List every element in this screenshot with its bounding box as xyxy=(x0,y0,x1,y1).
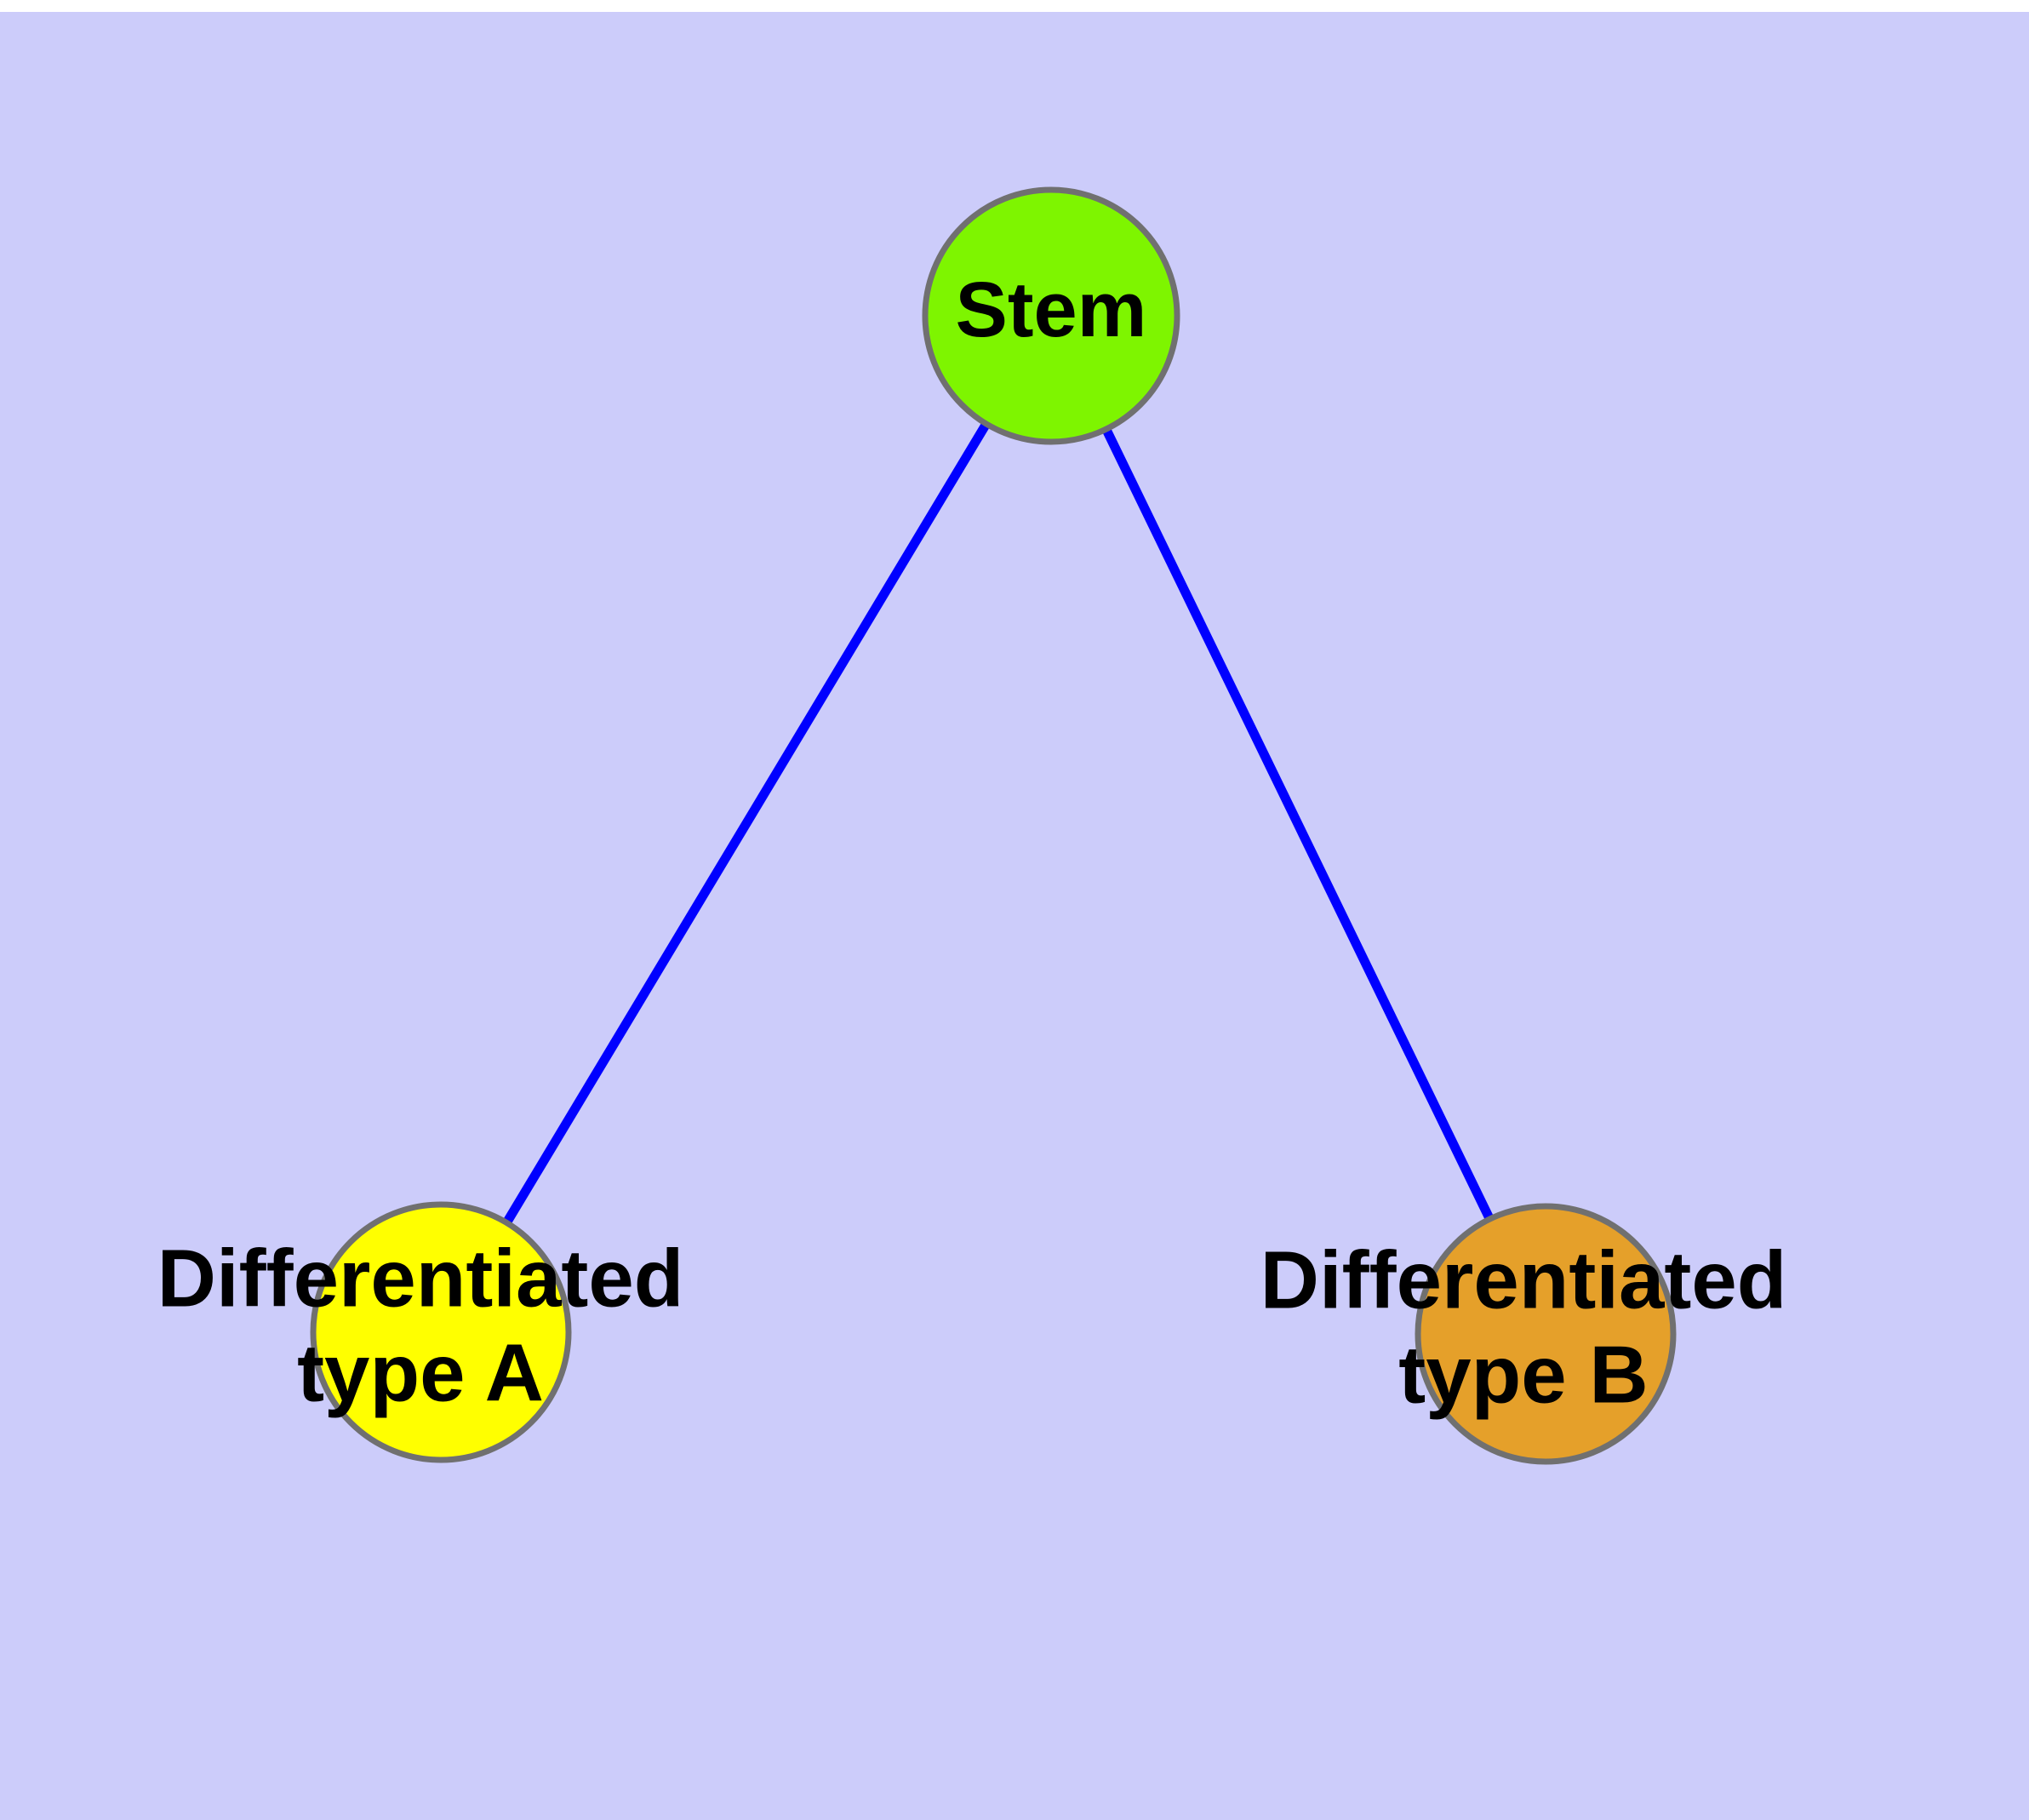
graph-node-stem[interactable] xyxy=(922,186,1180,445)
node-label-stem: Stem xyxy=(956,266,1147,353)
graph-edge-stem-diff_a[interactable] xyxy=(437,313,1055,1335)
graph-node-diff_a[interactable] xyxy=(310,1201,572,1463)
edges-layer xyxy=(437,313,1550,1336)
node-label-line: Stem xyxy=(956,266,1147,353)
node-label-line: type B xyxy=(1398,1330,1648,1421)
node-label-line: type A xyxy=(297,1328,544,1419)
node-label-line: Differentiated xyxy=(1260,1235,1787,1326)
nodes-layer xyxy=(310,186,1677,1465)
graph-node-diff_b[interactable] xyxy=(1415,1203,1677,1465)
graph-edge-stem-diff_b[interactable] xyxy=(1047,313,1550,1336)
node-label-line: Differentiated xyxy=(157,1233,684,1325)
